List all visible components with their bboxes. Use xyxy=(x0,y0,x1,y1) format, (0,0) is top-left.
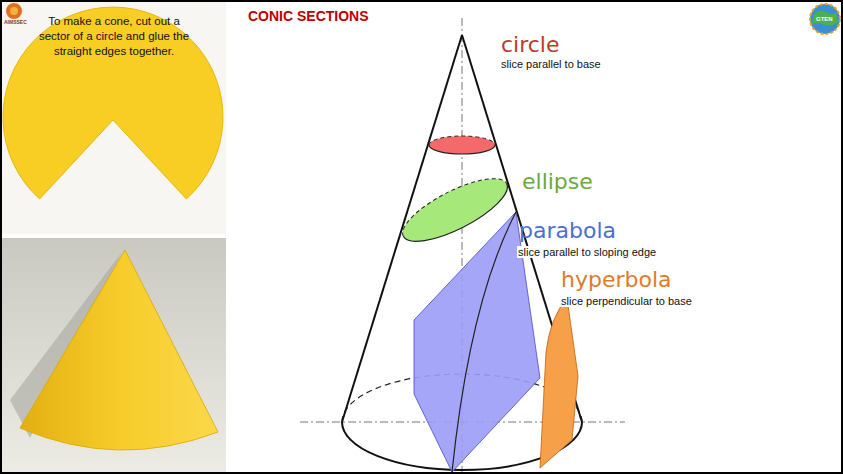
hyperbola-plane xyxy=(540,298,578,468)
conic-name: circle xyxy=(500,33,561,57)
conic-name: hyperbola xyxy=(560,268,673,292)
logo-text: AIMSSEC xyxy=(3,20,28,26)
logo-text: GTEN xyxy=(815,16,834,23)
conic-name: ellipse xyxy=(521,170,594,194)
paper-cone xyxy=(20,250,218,450)
paper-sector xyxy=(3,7,223,199)
parabola-curve xyxy=(452,212,516,472)
logo xyxy=(10,7,18,15)
logo xyxy=(6,3,22,19)
circle-section xyxy=(429,136,495,154)
photo-background xyxy=(2,238,226,472)
slice-description: slice perpendicular to base xyxy=(560,295,693,307)
instruction-box: To make a cone, cut out a sector of a ci… xyxy=(18,14,210,59)
instruction-text: To make a cone, cut out a sector of a ci… xyxy=(18,14,210,59)
photo-background xyxy=(2,2,226,234)
slice-description: slice parallel to base xyxy=(500,58,602,70)
slice-description: slice parallel to sloping edge xyxy=(517,246,657,258)
slide-title: CONIC SECTIONS xyxy=(248,9,369,24)
globe-logo xyxy=(810,4,840,34)
conic-name: parabola xyxy=(518,219,617,243)
